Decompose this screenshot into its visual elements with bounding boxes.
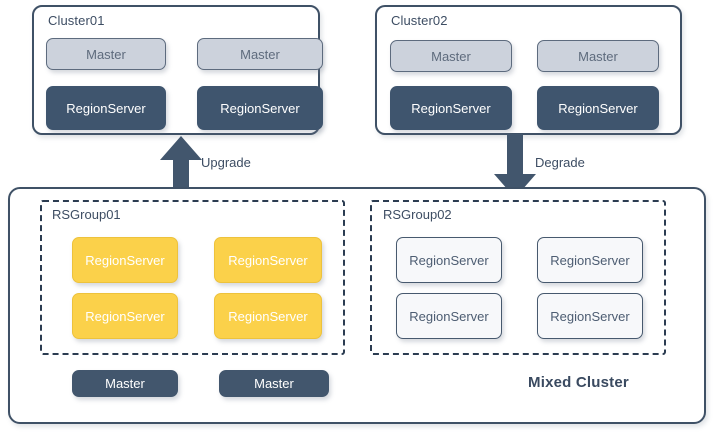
rsgroup02-regionserver-3[interactable]: RegionServer — [396, 293, 502, 339]
cluster01-regionserver-1[interactable]: RegionServer — [46, 86, 166, 130]
mixed-cluster-label: Mixed Cluster — [528, 374, 629, 391]
rsgroup02-box — [370, 200, 666, 355]
cluster02-master-2[interactable]: Master — [537, 40, 659, 72]
rsgroup01-box — [40, 200, 345, 355]
rsgroup02-title: RSGroup02 — [383, 207, 452, 222]
cluster01-title: Cluster01 — [48, 13, 105, 28]
mixed-cluster-master-2[interactable]: Master — [219, 370, 329, 397]
cluster02-master-1[interactable]: Master — [390, 40, 512, 72]
cluster01-master-1[interactable]: Master — [46, 38, 166, 70]
degrade-arrow-icon — [494, 134, 536, 198]
cluster01-regionserver-2[interactable]: RegionServer — [197, 86, 323, 130]
cluster02-title: Cluster02 — [391, 13, 448, 28]
rsgroup01-title: RSGroup01 — [52, 207, 121, 222]
degrade-arrow-label: Degrade — [535, 155, 585, 170]
mixed-cluster-master-1[interactable]: Master — [72, 370, 178, 397]
rsgroup02-regionserver-1[interactable]: RegionServer — [396, 237, 502, 283]
rsgroup02-regionserver-4[interactable]: RegionServer — [537, 293, 643, 339]
cluster01-master-2[interactable]: Master — [197, 38, 323, 70]
rsgroup01-regionserver-2[interactable]: RegionServer — [214, 237, 322, 283]
rsgroup02-regionserver-2[interactable]: RegionServer — [537, 237, 643, 283]
rsgroup01-regionserver-1[interactable]: RegionServer — [72, 237, 178, 283]
upgrade-arrow-label: Upgrade — [201, 155, 251, 170]
upgrade-arrow-icon — [160, 136, 202, 198]
rsgroup01-regionserver-3[interactable]: RegionServer — [72, 293, 178, 339]
cluster02-regionserver-2[interactable]: RegionServer — [537, 86, 659, 130]
cluster02-regionserver-1[interactable]: RegionServer — [390, 86, 512, 130]
rsgroup01-regionserver-4[interactable]: RegionServer — [214, 293, 322, 339]
